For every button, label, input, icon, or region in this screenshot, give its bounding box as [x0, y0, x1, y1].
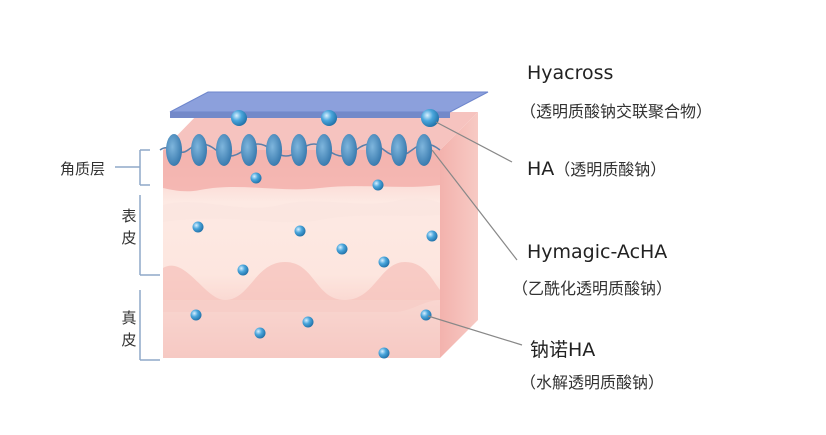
ha-name: HA: [527, 158, 555, 180]
nano-ha-sphere: [302, 316, 314, 328]
nano-ha-desc: （水解透明质酸钠）: [520, 373, 665, 392]
acha-capsule: [291, 134, 307, 166]
ha-sphere: [321, 110, 337, 126]
acha-capsule: [216, 134, 232, 166]
nano-ha-sphere: [250, 172, 262, 184]
nano-ha-sphere: [254, 327, 266, 339]
acha-capsule: [391, 134, 407, 166]
hyacross-film: [169, 91, 489, 113]
epidermis-label: 表皮: [121, 207, 137, 247]
acha-capsule: [266, 134, 282, 166]
nano-ha-sphere: [336, 243, 348, 255]
nano-ha-sphere: [372, 179, 384, 191]
acha-capsule: [166, 134, 182, 166]
hyacross-label: Hyacross: [527, 62, 614, 84]
nano-ha-sphere: [192, 221, 204, 233]
nano-ha-sphere: [420, 309, 432, 321]
left-bracket: [115, 149, 160, 361]
hyacross-film-edge: [170, 112, 450, 118]
nano-ha-label: 钠诺HA: [530, 339, 596, 361]
pointer-lines: [427, 121, 523, 346]
hymagic-label: Hymagic-AcHA: [527, 241, 668, 263]
stratum-corneum-label: 角质层: [60, 160, 106, 178]
acha-capsule: [341, 134, 357, 166]
acha-capsule: [366, 134, 382, 166]
acha-capsule: [191, 134, 207, 166]
nano-ha-sphere: [426, 230, 438, 242]
nano-ha-sphere: [190, 309, 202, 321]
nano-ha-sphere: [294, 225, 306, 237]
ha-sphere: [421, 109, 439, 127]
acha-capsule: [316, 134, 332, 166]
acha-capsule: [241, 134, 257, 166]
acha-capsule: [416, 134, 432, 166]
nano-ha-sphere: [378, 256, 390, 268]
hyacross-desc: （透明质酸钠交联聚合物）: [520, 102, 713, 121]
nano-ha-sphere: [237, 264, 249, 276]
dermis-wave: [163, 262, 440, 312]
nano-ha-sphere: [378, 347, 390, 359]
ha-desc: （透明质酸钠）: [554, 160, 667, 179]
dermis-label: 真皮: [121, 309, 137, 349]
hymagic-desc: （乙酰化透明质酸钠）: [512, 279, 673, 298]
dermis-lower: [163, 300, 440, 358]
epidermis-wave: [163, 198, 440, 223]
ha-sphere: [231, 110, 247, 126]
ha-label: HA（透明质酸钠）: [527, 156, 666, 180]
